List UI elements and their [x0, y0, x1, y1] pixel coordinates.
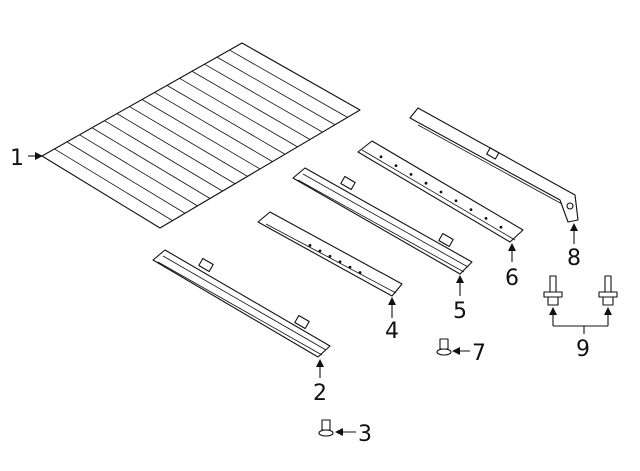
callout-labels: 1 2 3 4 5 6 7 8 9 [10, 146, 590, 447]
part-4-crossmember [257, 211, 403, 297]
callout-2: 2 [313, 381, 327, 406]
callout-4: 4 [385, 319, 399, 344]
part-2-crossmember [152, 249, 331, 358]
callout-8: 8 [567, 246, 581, 271]
part-8-rear-rail [409, 107, 579, 223]
part-6-crossmember [357, 140, 524, 243]
leader-lines [28, 152, 612, 436]
part-3-bolt [318, 419, 334, 437]
part-7-bolt [436, 338, 452, 356]
part-5-crossmember [292, 167, 473, 275]
part-1-floor-panel [41, 42, 361, 229]
callout-6: 6 [505, 266, 519, 291]
callout-7: 7 [472, 341, 486, 366]
callout-3: 3 [358, 422, 372, 447]
part-9-studs [543, 275, 618, 306]
callout-9: 9 [576, 337, 590, 362]
callout-1: 1 [10, 146, 24, 171]
callout-5: 5 [453, 299, 467, 324]
